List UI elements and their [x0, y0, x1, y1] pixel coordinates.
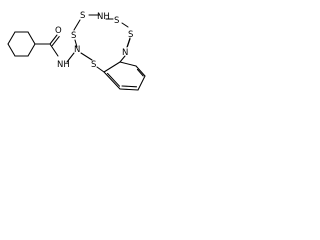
amide-linker — [34, 34, 75, 63]
ring-sulfur-right: S — [128, 30, 133, 40]
ring-nitrogen-right: N — [122, 48, 128, 58]
ring-nitrogen-left: N — [74, 45, 80, 55]
ring-sulfur-top-right: S — [114, 16, 119, 26]
amide-nh-label: NH — [57, 60, 70, 70]
cyclopentadiene-ring — [103, 55, 146, 91]
thiadiazocine-ring — [73, 14, 131, 73]
chemical-structure: O NH N S S NH S S N S — [7, 11, 146, 91]
ring-sulfur-bottom: S — [91, 60, 96, 70]
cyclohexane-ring — [7, 31, 36, 57]
ring-sulfur-left: S — [71, 31, 76, 41]
ring-nh-top: NH — [97, 12, 110, 22]
oxygen-label: O — [55, 26, 62, 36]
ring-sulfur-top-left: S — [80, 11, 85, 21]
